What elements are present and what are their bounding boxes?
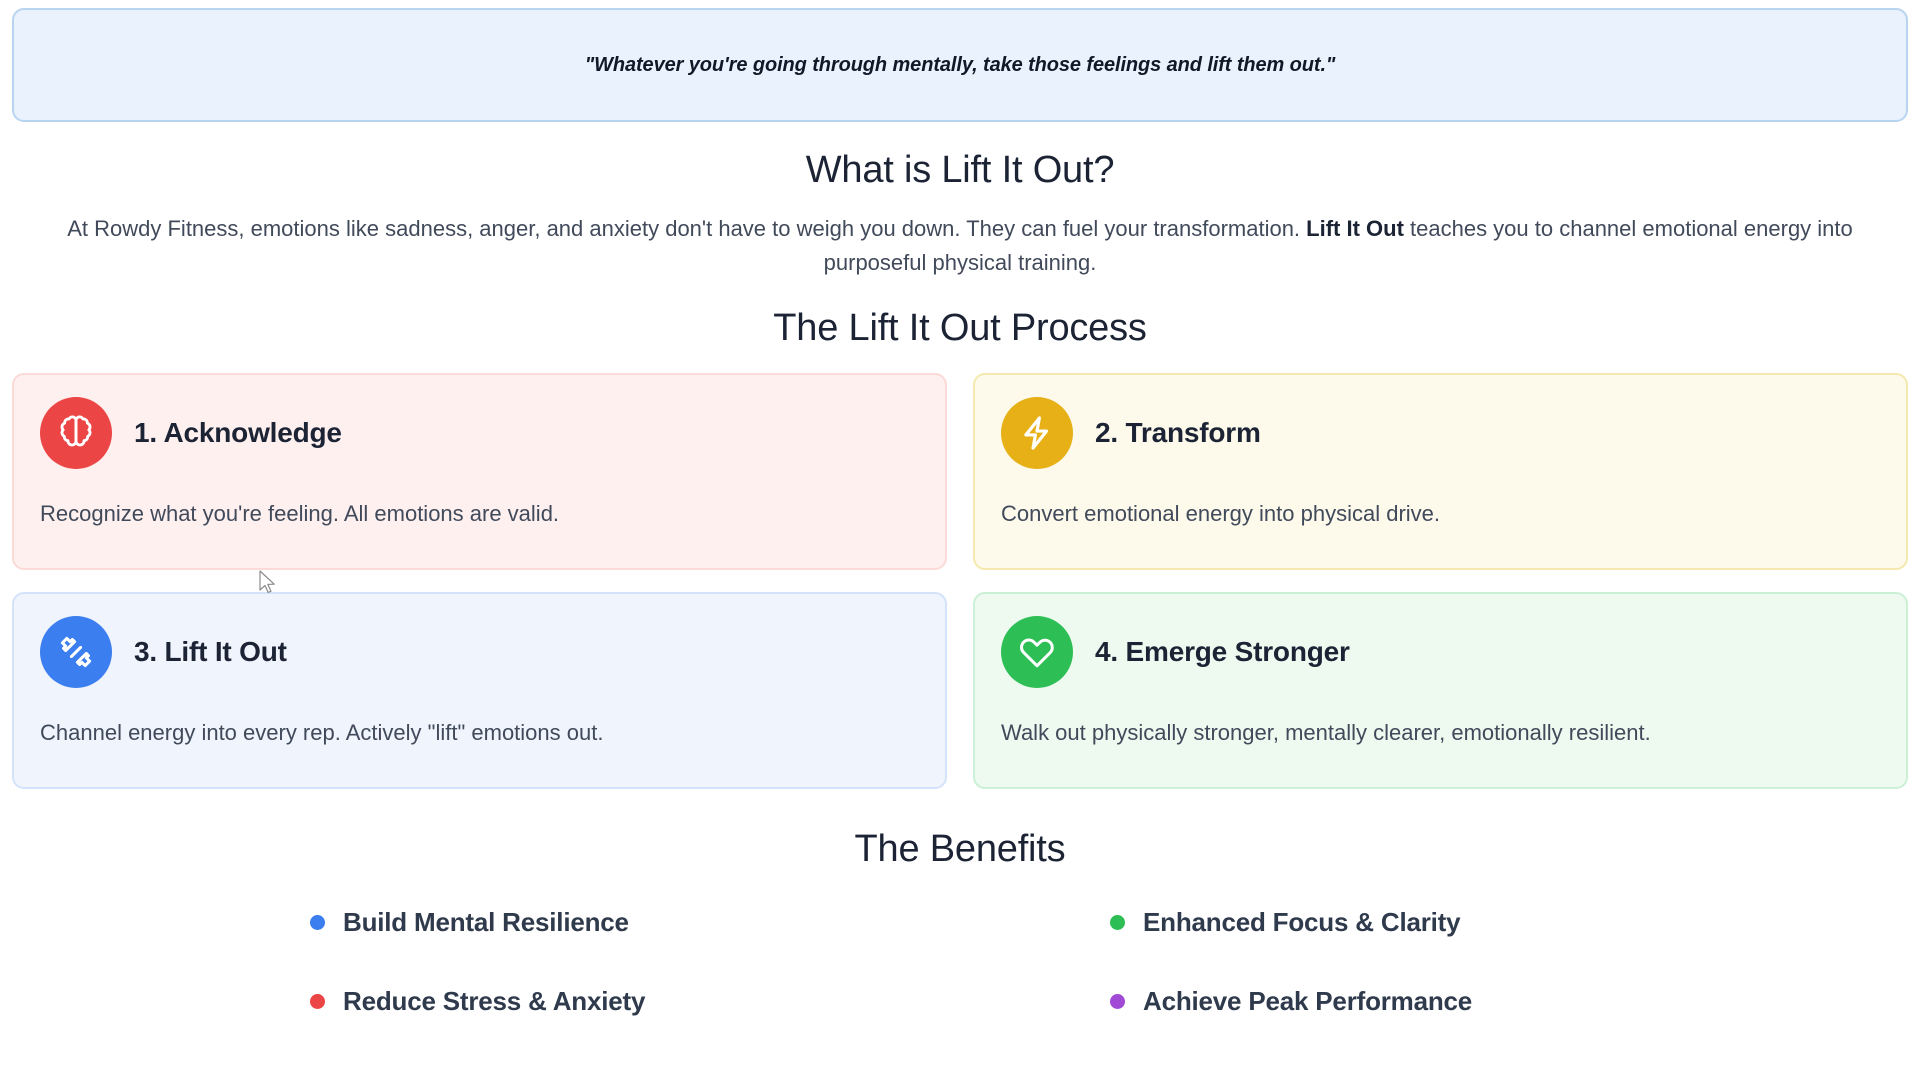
paragraph-text-part1: At Rowdy Fitness, emotions like sadness,… [67,215,1307,241]
process-heading: The Lift It Out Process [773,306,1147,349]
benefit-label: Build Mental Resilience [343,906,629,937]
page-root: "Whatever you're going through mentally,… [0,8,1920,1081]
benefits-heading: The Benefits [854,828,1066,871]
bullet-dot-icon [1110,993,1125,1009]
benefit-item: Reduce Stress & Anxiety [310,986,1110,1017]
bullet-dot-icon [310,993,325,1009]
card-title: 4. Emerge Stronger [1095,636,1350,668]
benefit-label: Reduce Stress & Anxiety [343,985,646,1016]
card-header: 2. Transform [1001,397,1880,470]
quote-banner: "Whatever you're going through mentally,… [12,8,1908,122]
card-title: 2. Transform [1095,417,1261,449]
lightning-bolt-icon [1001,397,1073,470]
card-description: Channel energy into every rep. Actively … [40,720,604,746]
brain-icon [40,397,112,470]
benefit-item: Achieve Peak Performance [1110,986,1910,1017]
card-title: 3. Lift It Out [134,636,287,668]
what-is-paragraph: At Rowdy Fitness, emotions like sadness,… [10,212,1910,280]
process-card-acknowledge[interactable]: 1. Acknowledge Recognize what you're fee… [12,373,947,571]
card-title: 1. Acknowledge [134,417,342,449]
card-header: 1. Acknowledge [40,397,919,470]
quote-text: "Whatever you're going through mentally,… [584,53,1336,76]
card-header: 3. Lift It Out [40,616,919,689]
process-card-lift-it-out[interactable]: 3. Lift It Out Channel energy into every… [12,592,947,790]
card-description: Recognize what you're feeling. All emoti… [40,501,560,527]
dumbbell-icon [40,616,112,689]
what-is-heading: What is Lift It Out? [805,149,1115,191]
paragraph-emphasis: Lift It Out [1306,215,1404,241]
process-card-emerge-stronger[interactable]: 4. Emerge Stronger Walk out physically s… [973,592,1908,790]
benefit-item: Build Mental Resilience [310,907,1110,938]
heart-icon [1001,616,1073,689]
paragraph-text-part2: teaches you to channel emotional energy … [823,215,1853,275]
benefit-label: Enhanced Focus & Clarity [1143,906,1461,937]
benefits-grid: Build Mental Resilience Enhanced Focus &… [10,907,1910,1017]
benefit-label: Achieve Peak Performance [1143,985,1473,1016]
card-header: 4. Emerge Stronger [1001,616,1880,689]
bullet-dot-icon [1110,914,1125,930]
card-description: Walk out physically stronger, mentally c… [1001,720,1651,746]
benefit-item: Enhanced Focus & Clarity [1110,907,1910,938]
card-description: Convert emotional energy into physical d… [1001,501,1441,527]
bullet-dot-icon [310,914,325,930]
process-card-transform[interactable]: 2. Transform Convert emotional energy in… [973,373,1908,571]
process-grid: 1. Acknowledge Recognize what you're fee… [10,373,1910,790]
